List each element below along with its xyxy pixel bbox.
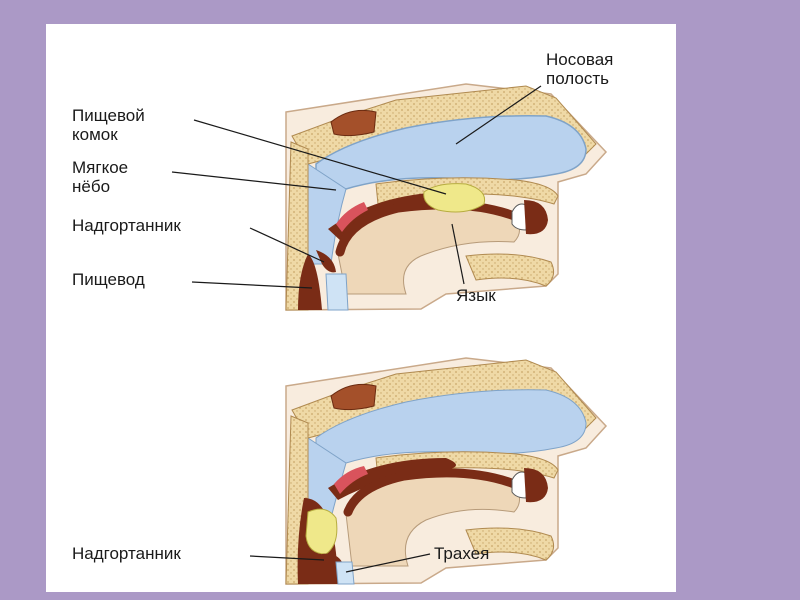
food-bolus-top [423,183,486,213]
label-food-bolus-line2: комок [72,125,118,144]
label-nasal-cavity-line2: полость [546,69,609,88]
label-trachea: Трахея [434,544,490,563]
leader-epiglottis-bottom [249,555,325,561]
lips-top [524,200,548,235]
diagram-panel: Носовая полость Пищевой комок Мягкое нёб… [46,24,676,592]
label-tongue: Язык [456,286,496,305]
label-food-bolus-line1: Пищевой [72,106,145,125]
leader-lines-top [171,85,542,289]
epiglottis-top [316,250,336,273]
label-soft-palate-line1: Мягкое [72,158,129,177]
tongue-muscle-bottom [343,468,529,517]
label-nasal-cavity: Носовая полость [546,50,613,88]
leader-nasal [455,85,542,145]
label-food-bolus: Пищевой комок [72,106,145,144]
leader-epiglottis [249,227,325,263]
nasal-cavity [315,115,587,225]
label-soft-palate: Мягкое нёбо [72,158,128,196]
leader-bolus [193,119,447,195]
label-soft-palate-line2: нёбо [72,177,111,196]
jaw-bone-bottom [465,527,555,561]
esophagus-top [298,254,322,310]
label-epiglottis-bottom: Надгортанник [72,544,181,563]
tongue-muscle [335,200,529,257]
leader-trachea [345,553,431,573]
uvula [336,202,368,232]
leader-tongue [451,223,465,285]
food-bolus-bottom [305,508,338,555]
leader-soft-palate [171,171,337,191]
trachea-bottom [335,561,355,585]
nasal-cavity-bottom [315,389,587,499]
trachea-top [325,273,349,311]
lips-bottom [524,468,548,503]
jaw-bone-top [465,253,555,287]
leader-lines-bottom [249,553,431,573]
sinus-bottom [330,383,377,411]
label-esophagus: Пищевод [72,270,145,289]
sinus [330,109,377,137]
head-section-bottom [285,357,608,585]
uvula-bottom [334,466,368,494]
label-epiglottis-top: Надгортанник [72,216,181,235]
head-section-top [285,83,608,311]
label-nasal-cavity-line1: Носовая [546,50,614,69]
leader-esophagus [191,281,313,289]
swallowing-diagram [171,83,608,585]
